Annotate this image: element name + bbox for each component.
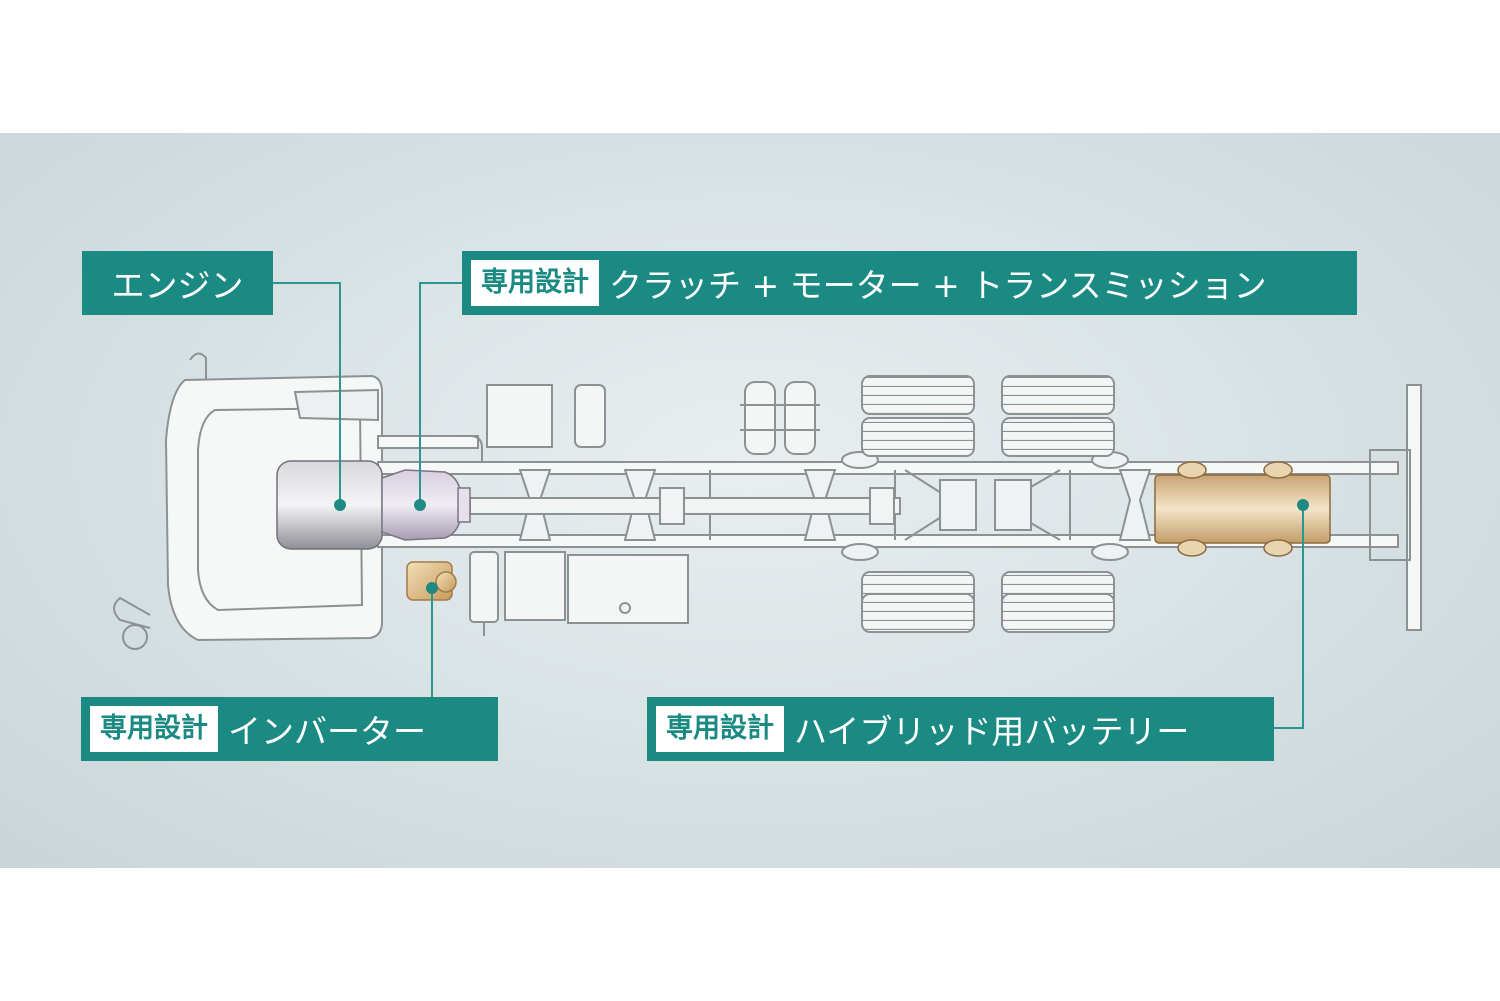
truck-cab (113, 352, 383, 650)
dedicated-design-tag: 専用設計 (471, 260, 599, 306)
callout-battery-label: ハイブリッド用バッテリー (794, 712, 1190, 751)
callout-engine: エンジン (82, 251, 273, 315)
callout-inverter-label: インバーター (228, 712, 426, 751)
hybrid-battery (1154, 461, 1331, 557)
dedicated-design-tag: 専用設計 (656, 706, 784, 752)
leader-dots (334, 499, 1309, 594)
callout-transmission: 専用設計 クラッチ + モーター + トランスミッション (462, 251, 1357, 315)
callout-engine-label: エンジン (111, 266, 244, 305)
inverter-unit (406, 561, 457, 601)
propeller-shaft (469, 487, 901, 525)
dedicated-design-tag: 専用設計 (90, 706, 218, 752)
leader-lines (273, 282, 1304, 729)
fuel-tank (469, 551, 689, 636)
rear-axle (841, 451, 1129, 561)
engine-block (276, 460, 383, 550)
callout-battery: 専用設計 ハイブリッド用バッテリー (647, 697, 1274, 761)
air-tanks (486, 381, 820, 455)
callout-inverter: 専用設計 インバーター (81, 697, 498, 761)
rear-tires (861, 375, 1115, 633)
callout-transmission-label: クラッチ + モーター + トランスミッション (609, 266, 1267, 305)
